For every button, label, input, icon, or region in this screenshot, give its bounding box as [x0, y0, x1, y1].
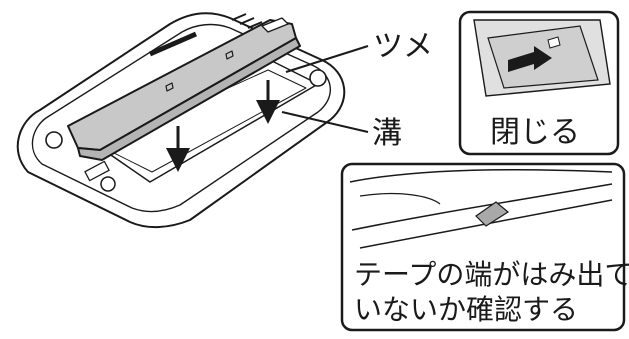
tape-check-panel [340, 162, 626, 332]
label-close: 閉じる [490, 115, 580, 150]
close-direction-arrow-icon [508, 46, 552, 72]
label-tsume: ツメ [373, 29, 433, 64]
battery-pack [67, 17, 301, 161]
close-panel [458, 10, 620, 156]
tape-edge-shape [475, 201, 510, 227]
insert-arrows [166, 80, 280, 172]
leader-lines [281, 45, 369, 133]
label-note-line1: テープの端がはみ出て [354, 258, 629, 291]
label-note-line2: いないか確認する [354, 293, 579, 326]
label-mizo: 溝 [372, 116, 402, 151]
